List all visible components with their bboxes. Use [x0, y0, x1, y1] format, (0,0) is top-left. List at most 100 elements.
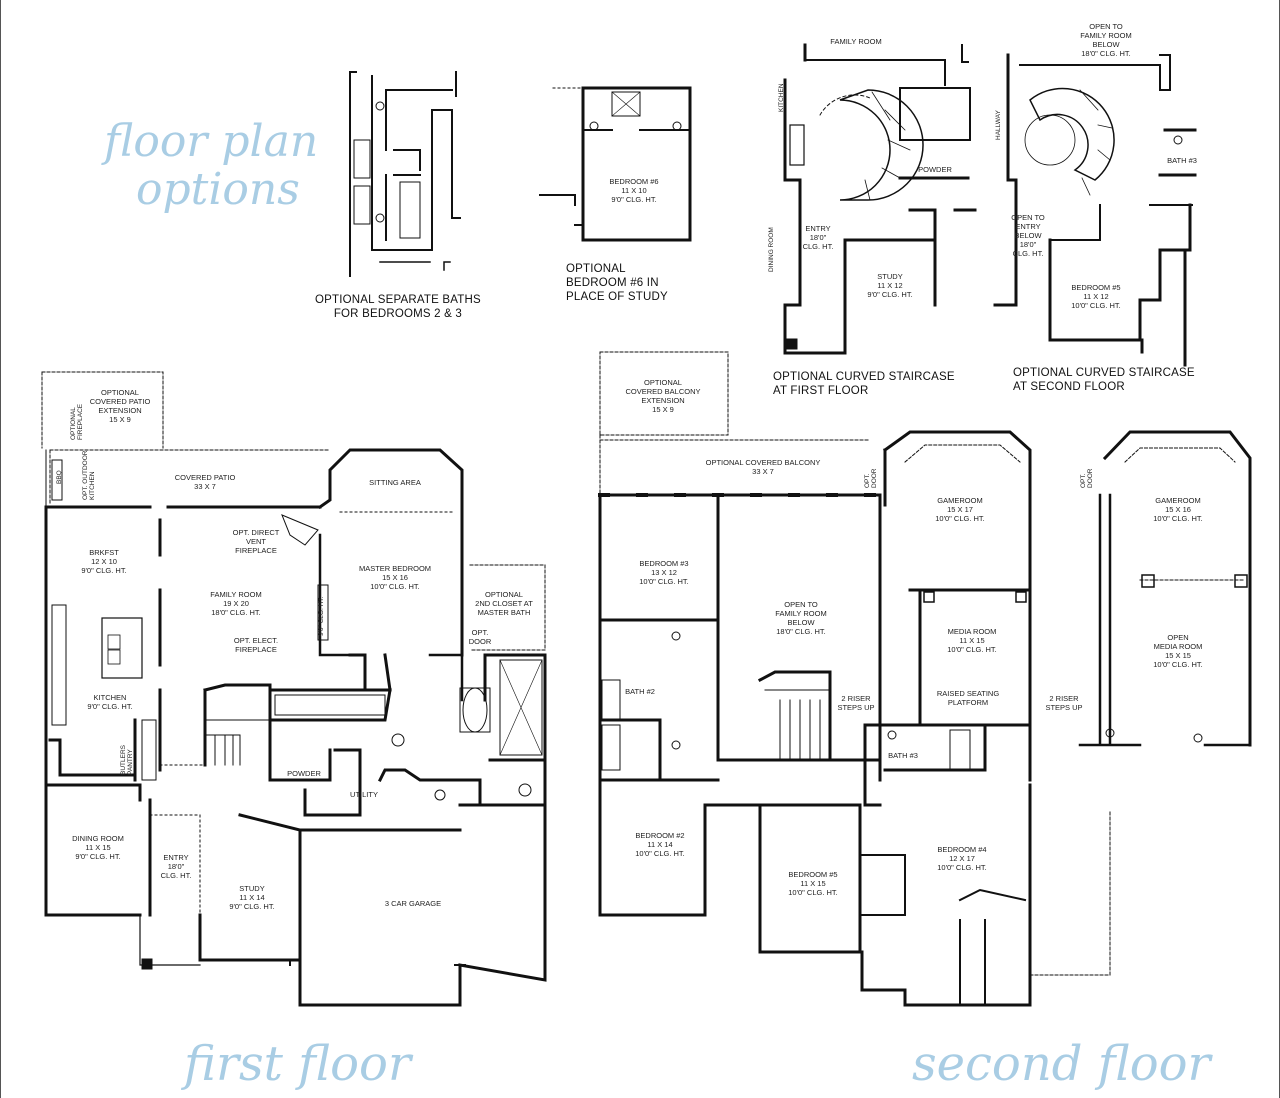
room-name: ENTRY: [805, 224, 831, 233]
left-frame-edge: [0, 0, 1, 1098]
room-name: OPEN TO: [1089, 22, 1123, 31]
ff-opt-direct-vent-label: OPT. DIRECT VENT FIREPLACE: [233, 528, 280, 555]
room-ceiling: 10'0" CLG. HT.: [370, 582, 420, 591]
sf-alt-open-media-label: OPEN MEDIA ROOM 15 X 15 10'0" CLG. HT.: [1153, 633, 1203, 669]
room-name: RAISED SEATING: [936, 689, 1000, 698]
sf-alt-opt-door-label: OPT. DOOR: [1080, 468, 1094, 489]
room-name: OPTIONAL: [101, 388, 139, 397]
room-name: 2 RISER: [841, 694, 871, 703]
room-name: POWDER: [918, 165, 952, 174]
room-name: FAMILY ROOM: [775, 609, 827, 618]
room-name: STEPS UP: [837, 703, 875, 712]
room-name: GAMEROOM: [937, 496, 983, 505]
room-name: MASTER BATH: [477, 608, 531, 617]
sf-opt-door-label: OPT. DOOR: [864, 468, 878, 489]
room-name: BELOW: [1014, 231, 1042, 240]
ff-bbq-label: BBQ: [56, 470, 63, 484]
room-name: OPEN TO: [1011, 213, 1045, 222]
sf-covered-balcony-label: OPTIONAL COVERED BALCONY 33 X 7: [706, 458, 821, 476]
caption-line: OPTIONAL CURVED STAIRCASE: [773, 371, 955, 383]
sf-bath3-label: BATH #3: [888, 751, 918, 760]
option-curved-stair-second: [993, 53, 1197, 367]
ff-opt-outdoor-kitchen-label: OPT. OUTDOOR KITCHEN: [82, 450, 96, 500]
option-curved-stair-first: [783, 43, 977, 355]
room-name: OPT. DIRECT: [232, 528, 280, 537]
opt-powder-label: POWDER: [918, 165, 952, 174]
room-name: ENTRY: [1015, 222, 1041, 231]
room-size: 18'0": [1019, 240, 1037, 249]
room-ceiling: 9'0" CLG. HT.: [87, 702, 133, 711]
room-name: BATH #3: [1167, 156, 1197, 165]
ff-sitting-area-label: SITTING AREA: [369, 478, 421, 487]
sf-bedroom4-label: BEDROOM #4 12 X 17 10'0" CLG. HT.: [937, 845, 987, 872]
ff-butlers-pantry-label: BUTLERS PANTRY: [120, 745, 134, 775]
options-title: options: [136, 164, 300, 215]
opt-bath3-label: BATH #3: [1167, 156, 1197, 165]
room-name: BEDROOM #5: [788, 870, 838, 879]
sf-bedroom3-label: BEDROOM #3 13 X 12 10'0" CLG. HT.: [639, 559, 689, 586]
room-name: MEDIA ROOM: [947, 627, 997, 636]
room-size: 33 X 7: [194, 482, 216, 491]
ff-utility-label: UTILITY: [350, 790, 378, 799]
room-name: OPT.: [471, 628, 489, 637]
option-bedroom6-plan: [539, 86, 692, 242]
ff-master-bedroom-label: MASTER BEDROOM 15 X 16 10'0" CLG. HT.: [359, 564, 431, 591]
room-ceiling: CLG. HT.: [1012, 249, 1044, 258]
opt-open-to-family-label: OPEN TO FAMILY ROOM BELOW 18'0" CLG. HT.: [1080, 22, 1131, 58]
opt-bedroom6-label: BEDROOM #6 11 X 10 9'0" CLG. HT.: [609, 177, 658, 204]
second-floor-title: second floor: [912, 1036, 1211, 1092]
room-name: MEDIA ROOM: [1153, 642, 1203, 651]
room-ceiling: 10'0" CLG. HT.: [947, 645, 997, 654]
room-ceiling: 9'0" CLG. HT.: [867, 290, 913, 299]
room-name: BEDROOM #2: [635, 831, 685, 840]
room-name: 2ND CLOSET AT: [475, 599, 533, 608]
room-ceiling: 9'0" CLG. HT.: [229, 902, 275, 911]
room-name: 3 CAR GARAGE: [384, 899, 442, 908]
ff-ceiling-note-label: 9'0" CLG. HT.: [318, 596, 325, 636]
room-name: DOOR: [468, 637, 492, 646]
room-size: 11 X 15: [800, 879, 826, 888]
room-size: 15 X 16: [1165, 505, 1191, 514]
room-size: 11 X 12: [877, 281, 903, 290]
opt-bedroom5-label: BEDROOM #5 11 X 12 10'0" CLG. HT.: [1071, 283, 1121, 310]
room-size: 18'0": [809, 233, 827, 242]
room-name: BRKFST: [89, 548, 119, 557]
room-name: PLATFORM: [947, 698, 989, 707]
room-name: GAMEROOM: [1155, 496, 1201, 505]
ff-powder-label: POWDER: [287, 769, 321, 778]
floor-plan-title: floor plan: [104, 116, 319, 167]
ff-garage-label: 3 CAR GARAGE: [385, 899, 441, 908]
room-size: 15 X 16: [382, 573, 408, 582]
first-floor-title: first floor: [184, 1036, 411, 1092]
sf-balcony-ext-label: OPTIONAL COVERED BALCONY EXTENSION 15 X …: [625, 378, 700, 414]
room-size: 11 X 12: [1083, 292, 1109, 301]
room-name: COVERED PATIO: [174, 473, 236, 482]
room-ceiling: 10'0" CLG. HT.: [1071, 301, 1121, 310]
ff-dining-room-label: DINING ROOM 11 X 15 9'0" CLG. HT.: [72, 834, 124, 861]
room-ceiling: 10'0" CLG. HT.: [639, 577, 689, 586]
room-name: ENTRY: [163, 853, 189, 862]
ff-kitchen-label: KITCHEN 9'0" CLG. HT.: [87, 693, 132, 711]
caption-line: OPTIONAL: [566, 263, 626, 275]
room-ceiling: 10'0" CLG. HT.: [937, 863, 987, 872]
room-ceiling: 10'0" CLG. HT.: [788, 888, 838, 897]
room-name: FAMILY ROOM: [830, 37, 882, 46]
sf-gameroom-label: GAMEROOM 15 X 17 10'0" CLG. HT.: [935, 496, 985, 523]
room-name: OPTIONAL COVERED BALCONY: [705, 458, 821, 467]
ff-covered-patio-label: COVERED PATIO 33 X 7: [175, 473, 236, 491]
room-name: EXTENSION: [98, 406, 142, 415]
room-name: BELOW: [1092, 40, 1120, 49]
first-floor-walls: [41, 371, 547, 1007]
room-name: OPTIONAL: [485, 590, 523, 599]
room-name: OPTIONAL: [644, 378, 682, 387]
room-size: 11 X 14: [647, 840, 673, 849]
caption-curved-first: OPTIONAL CURVED STAIRCASE AT FIRST FLOOR: [773, 370, 955, 398]
caption-line: FOR BEDROOMS 2 & 3: [333, 308, 463, 320]
caption-line: OPTIONAL CURVED STAIRCASE: [1013, 367, 1195, 379]
opt-entry-label: ENTRY 18'0" CLG. HT.: [803, 224, 834, 251]
room-size: 12 X 17: [949, 854, 975, 863]
caption-line: PLACE OF STUDY: [566, 291, 668, 303]
caption-line: AT FIRST FLOOR: [773, 385, 869, 397]
room-size: 11 X 10: [621, 186, 647, 195]
